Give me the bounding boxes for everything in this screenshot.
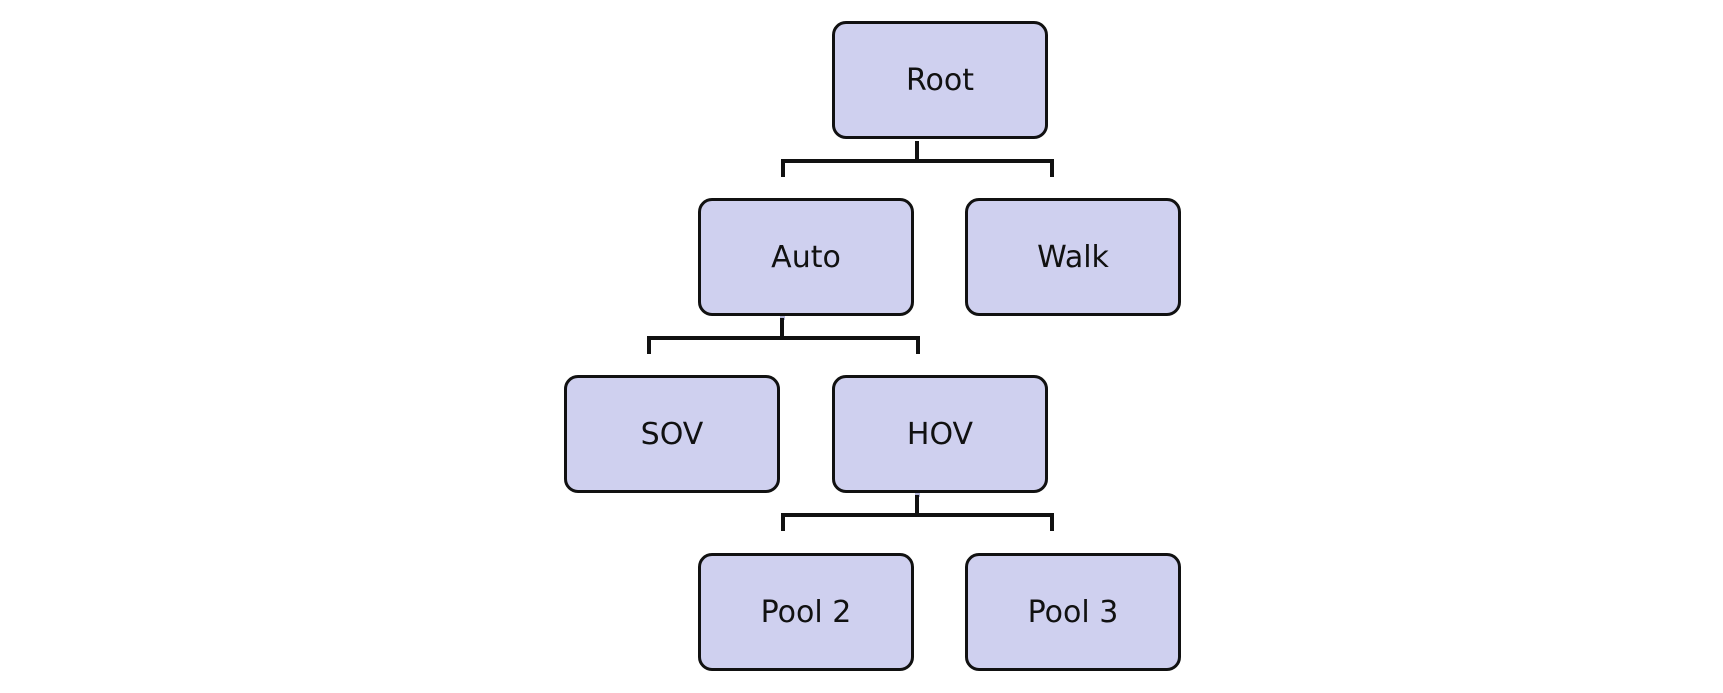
connector-auto-bar	[647, 336, 920, 340]
connector-root-bar	[781, 159, 1054, 163]
connector-hov-bar	[781, 513, 1054, 517]
node-root: Root	[832, 21, 1048, 139]
node-hov: HOV	[832, 375, 1048, 493]
connector-auto-left-arm	[647, 336, 651, 354]
node-auto: Auto	[698, 198, 914, 316]
connector-hov-stem	[915, 495, 919, 517]
connector-root-left-arm	[781, 159, 785, 177]
node-root-label: Root	[906, 62, 974, 98]
connector-auto-right-arm	[916, 336, 920, 354]
connector-auto-stem	[780, 318, 784, 340]
node-pool2: Pool 2	[698, 553, 914, 671]
node-sov-label: SOV	[640, 416, 704, 452]
node-walk-label: Walk	[1037, 239, 1109, 275]
connector-root-stem	[915, 141, 919, 163]
node-auto-label: Auto	[771, 239, 841, 275]
node-pool3-label: Pool 3	[1027, 594, 1119, 630]
connector-hov-right-arm	[1050, 513, 1054, 531]
node-pool2-label: Pool 2	[760, 594, 852, 630]
connector-root-right-arm	[1050, 159, 1054, 177]
connector-hov-left-arm	[781, 513, 785, 531]
node-walk: Walk	[965, 198, 1181, 316]
node-sov: SOV	[564, 375, 780, 493]
node-pool3: Pool 3	[965, 553, 1181, 671]
node-hov-label: HOV	[906, 416, 974, 452]
